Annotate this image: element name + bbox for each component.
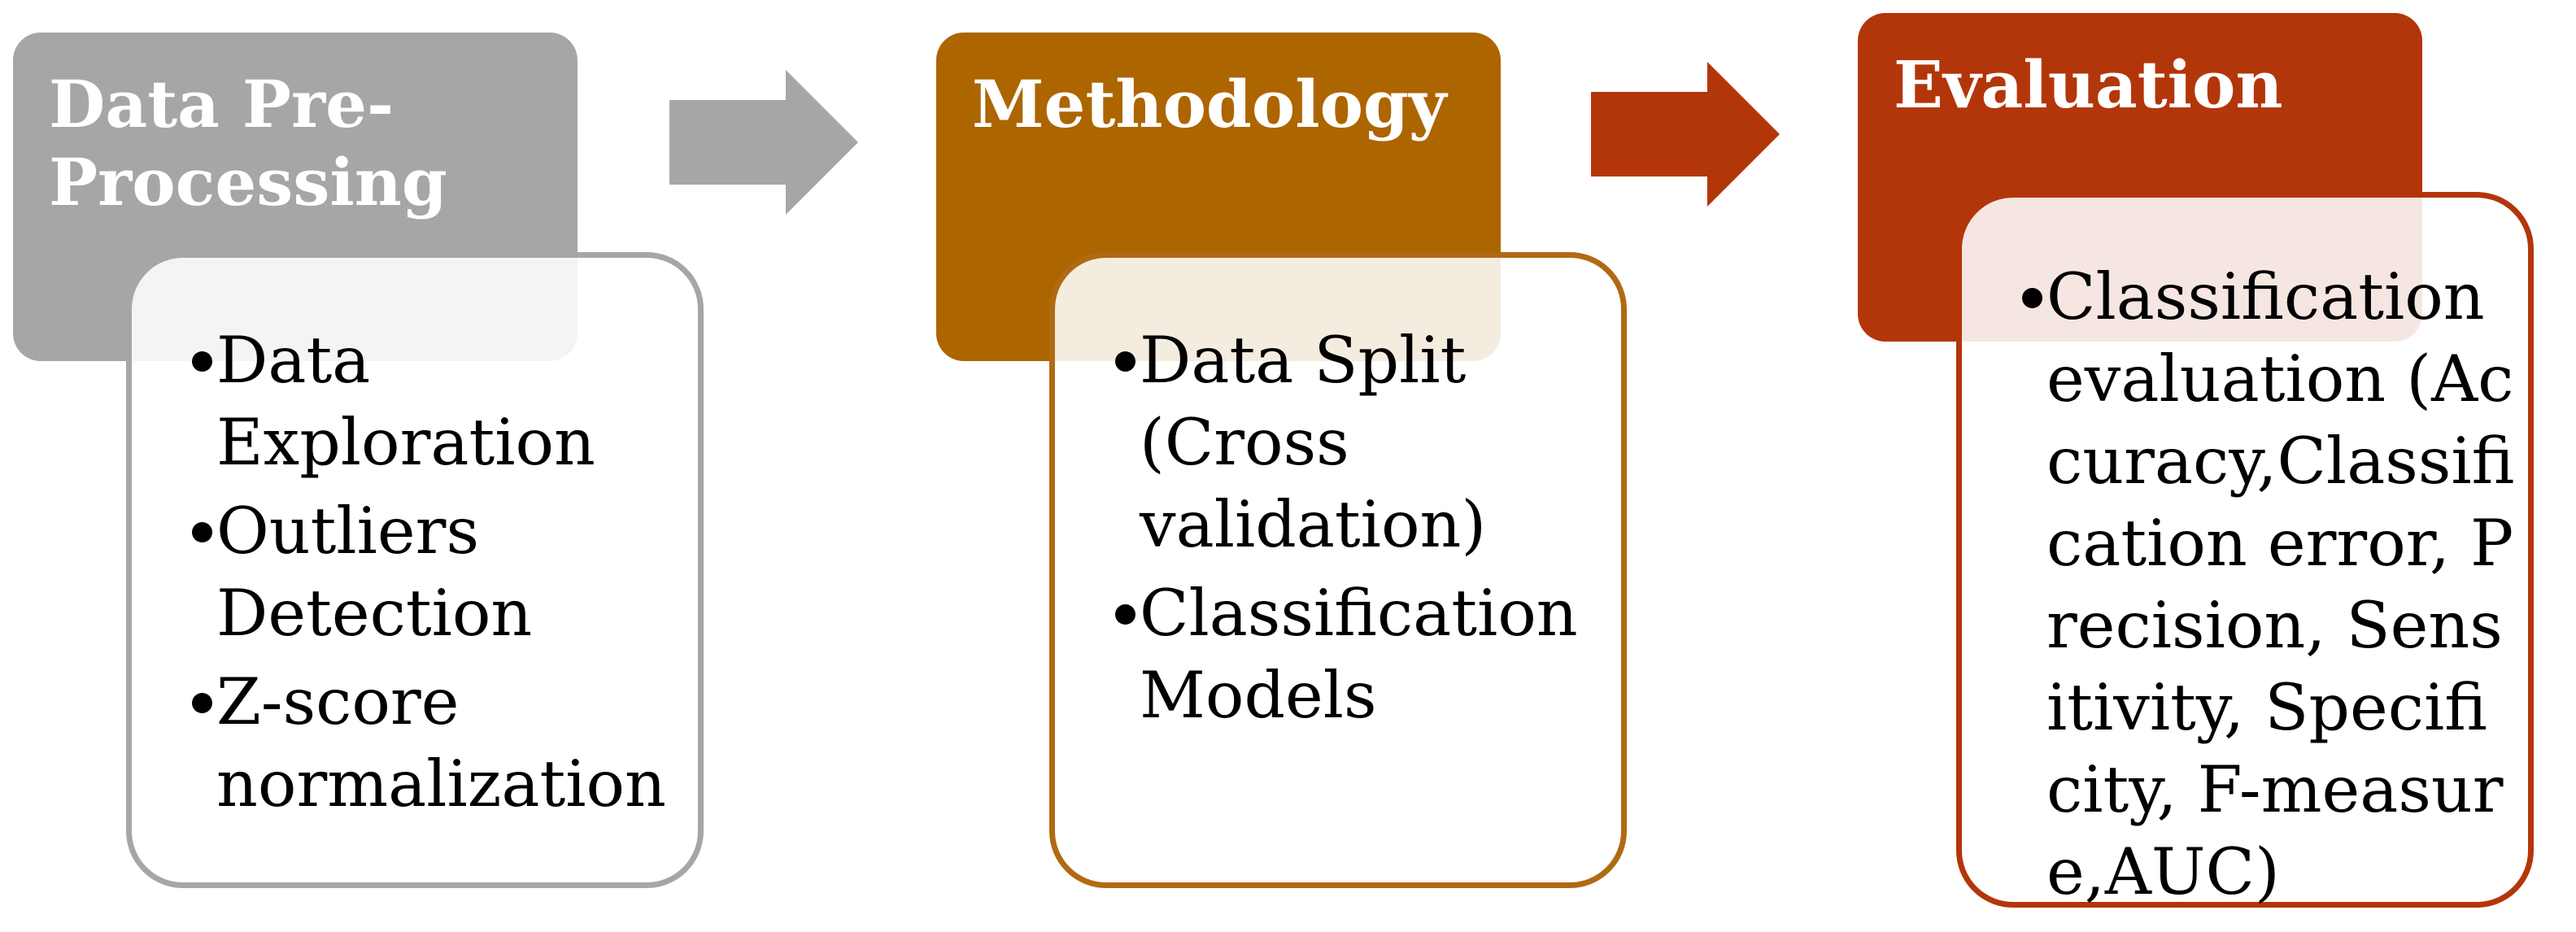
stage-2-item-text: Classification Models xyxy=(1140,576,1578,733)
arrow-right-icon xyxy=(1591,62,1780,207)
stage-1-item: Z-score normalization xyxy=(132,661,673,825)
stage-1-item: Outliers Detection xyxy=(132,490,673,655)
stage-1-panel: Data Exploration Outliers Detection Z-sc… xyxy=(126,252,704,888)
stage-1-item-text: Data Exploration xyxy=(216,323,595,480)
stage-2-item: Data Split (Cross validation) xyxy=(1055,320,1597,566)
stage-3-item-text: Classification evaluation (Accuracy,Clas… xyxy=(2046,259,2515,909)
stage-2-panel: Data Split (Cross validation) Classifica… xyxy=(1049,252,1627,888)
stage-3-panel: Classification evaluation (Accuracy,Clas… xyxy=(1956,192,2534,909)
arrow-right-icon xyxy=(669,70,858,215)
stage-1-item-text: Z-score normalization xyxy=(216,664,666,821)
stage-2-item: Classification Models xyxy=(1055,573,1597,737)
bullet-icon xyxy=(192,351,212,372)
arrow-1-shape xyxy=(669,70,858,215)
bullet-icon xyxy=(192,693,212,713)
stage-2-item-text: Data Split (Cross validation) xyxy=(1140,323,1487,562)
arrow-2-shape xyxy=(1591,62,1780,207)
stage-3-header: Evaluation xyxy=(1858,13,2422,342)
bullet-icon xyxy=(1115,604,1135,625)
bullet-icon xyxy=(1115,351,1135,372)
bullet-icon xyxy=(192,522,212,542)
stage-1-item: Data Exploration xyxy=(132,320,673,484)
stage-1-item-text: Outliers Detection xyxy=(216,494,533,651)
stage-3-item: Classification evaluation (Accuracy,Clas… xyxy=(1962,256,2520,913)
bullet-icon xyxy=(2022,288,2042,308)
